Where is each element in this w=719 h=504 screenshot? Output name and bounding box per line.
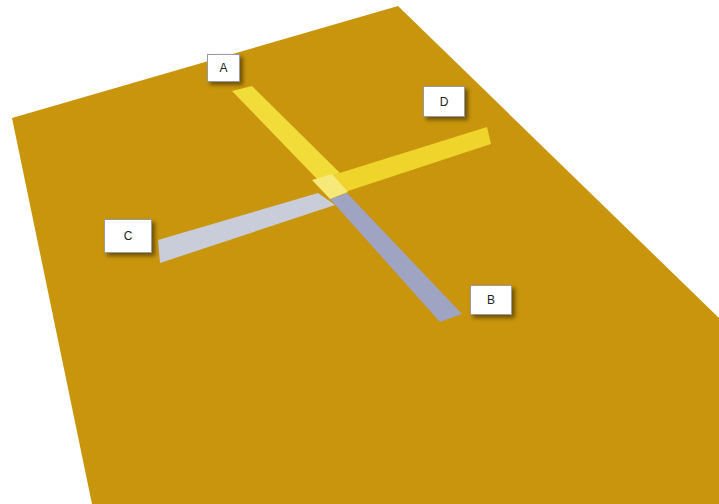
callout-box: A <box>207 54 240 82</box>
callout-box: C <box>104 219 152 253</box>
strip-d <box>330 127 491 192</box>
strip-crossing <box>312 174 348 199</box>
callout-letter: C <box>124 229 133 243</box>
callout-letter: B <box>487 293 495 307</box>
callout-box: B <box>470 285 512 315</box>
callout-letter: D <box>440 95 449 109</box>
callout-box: D <box>423 86 465 117</box>
callout-letter: A <box>219 61 227 75</box>
strip-a <box>232 86 340 180</box>
strip-c <box>158 193 335 263</box>
base-plate <box>12 6 719 504</box>
strip-b <box>330 193 462 322</box>
